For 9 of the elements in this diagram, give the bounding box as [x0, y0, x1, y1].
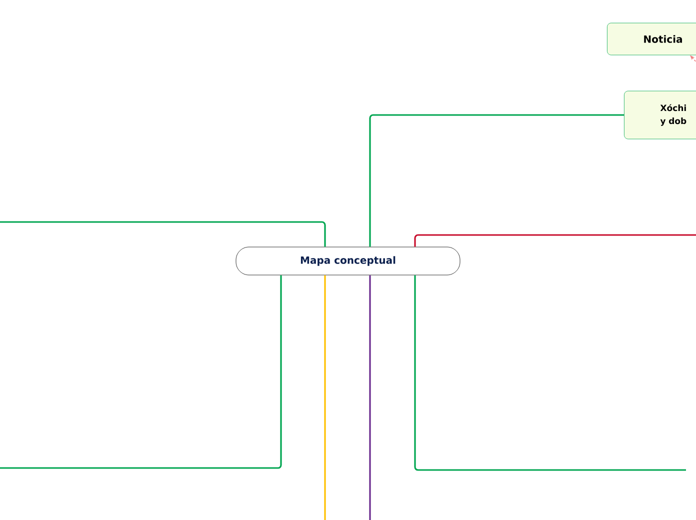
branch-line [369, 114, 624, 247]
topic-box: Xóchi y dob [624, 90, 696, 140]
central-topic: Mapa conceptual [236, 246, 460, 276]
branch-line [324, 275, 326, 520]
branch-line [0, 221, 326, 247]
branch-line [414, 275, 686, 471]
branch-line [369, 275, 371, 520]
topic-box: Noticia [607, 22, 696, 56]
branch-line [0, 275, 282, 469]
